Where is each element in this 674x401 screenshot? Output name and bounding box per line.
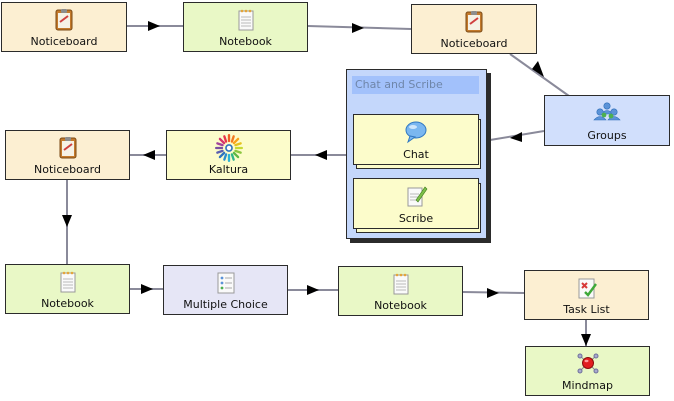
branch-title: Chat and Scribe [352,76,479,94]
groups-node[interactable]: Groups [544,95,670,146]
noticeboard-node[interactable]: Noticeboard [5,130,130,180]
arrowhead [141,284,153,294]
node-label: Notebook [219,35,272,48]
notebook-node[interactable]: Notebook [183,2,308,52]
mindmap-node[interactable]: Mindmap [525,346,650,396]
noticeboard-icon [465,11,483,33]
branching-activity[interactable]: Chat and Scribe Chat Scribe [346,69,487,239]
multiple-choice-node[interactable]: Multiple Choice [163,265,288,315]
arrowhead [352,23,364,33]
noticeboard-icon [59,137,76,159]
arrowhead [487,288,499,298]
noticeboard-node[interactable]: Noticeboard [1,2,127,52]
arrowhead [581,334,591,346]
notebook-icon [393,273,408,295]
node-label: Mindmap [562,379,613,392]
arrowhead [62,215,72,227]
node-label: Task List [563,303,610,316]
multiple-choice-icon [217,272,234,294]
kaltura-node[interactable]: Kaltura [166,130,291,180]
kaltura-icon [214,134,243,162]
arrowhead [315,150,327,160]
notebook-node[interactable]: Notebook [5,264,130,314]
node-label: Noticeboard [30,35,98,48]
node-label: Noticeboard [34,163,101,176]
node-label: Kaltura [208,163,249,176]
chat-bubble-icon [405,121,427,144]
noticeboard-icon [55,9,73,31]
scribe-icon [407,186,428,207]
arrowhead [148,21,160,31]
node-label: Noticeboard [440,37,508,50]
node-label: Notebook [374,299,427,312]
notebook-icon [60,271,75,293]
node-label: Multiple Choice [183,298,268,311]
arrowhead [510,132,522,142]
mindmap-icon [577,353,598,374]
node-label: Notebook [41,297,94,310]
node-label: Scribe [398,212,434,225]
node-label: Groups [587,129,627,142]
notebook-node[interactable]: Notebook [338,266,463,316]
groups-icon [593,102,621,121]
connector-noticeboard-to-groups [509,53,570,97]
scribe-node[interactable]: Scribe [353,178,479,229]
arrowhead [307,285,319,295]
arrowhead [143,150,155,160]
notebook-icon [238,9,253,31]
node-label: Chat [403,148,429,161]
task-list-icon [578,278,597,299]
arrowhead [532,61,544,77]
noticeboard-node[interactable]: Noticeboard [411,4,537,54]
task-list-node[interactable]: Task List [524,270,649,320]
chat-node[interactable]: Chat [353,114,479,165]
